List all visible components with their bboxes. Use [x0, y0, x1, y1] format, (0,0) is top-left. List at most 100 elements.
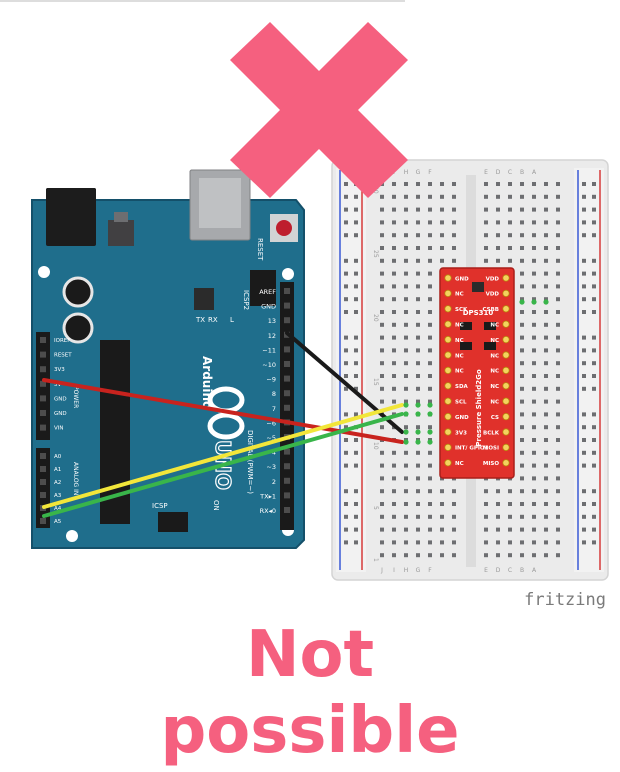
hole [404, 220, 408, 225]
analog-pin-label: A2 [54, 480, 61, 486]
hole [544, 553, 548, 558]
rail-hole [582, 310, 586, 314]
header-pin [284, 375, 290, 382]
hole [544, 450, 548, 455]
rail-hole [344, 438, 348, 442]
rail-hole [582, 502, 586, 506]
sensor-pin-label-left: GND [455, 415, 469, 421]
row-number: 15 [372, 378, 379, 386]
power-pin-label: 3V3 [54, 367, 65, 373]
hole [440, 233, 444, 238]
rail-hole [354, 374, 358, 378]
hole [428, 374, 432, 378]
hole [392, 233, 396, 238]
header-pin [40, 424, 46, 431]
hole [404, 502, 408, 506]
hole [556, 502, 560, 506]
hole [404, 310, 408, 314]
rail-hole [344, 220, 348, 225]
hole [508, 233, 512, 238]
hole [404, 207, 408, 212]
rail-hole [592, 348, 596, 353]
rail-hole [354, 348, 358, 353]
sensor-pin-pad [444, 443, 452, 451]
icsp-label: ICSP [152, 502, 168, 510]
hole [520, 463, 524, 468]
header-pin [284, 302, 290, 309]
hole [380, 233, 384, 238]
hole [404, 182, 408, 186]
icsp-header [158, 512, 188, 532]
hole [532, 476, 536, 481]
hole [380, 514, 384, 519]
sensor-pin-pad [444, 459, 452, 467]
hole [508, 502, 512, 506]
rail-hole [354, 284, 358, 289]
hole [520, 399, 524, 404]
cross-stroke [230, 22, 408, 198]
power-rail-left [336, 168, 366, 572]
hole [404, 348, 408, 353]
hole [452, 527, 456, 532]
hole [484, 220, 488, 225]
hole [556, 348, 560, 353]
hole [484, 194, 488, 199]
hole [544, 489, 548, 494]
digital-pin-label: ~6 [266, 419, 276, 427]
rail-hole [354, 412, 358, 417]
rail-hole [582, 297, 586, 302]
hole [428, 258, 432, 263]
hole [428, 246, 432, 250]
hole [428, 233, 432, 238]
header-pin [40, 380, 46, 387]
mounting-hole [38, 266, 50, 278]
column-letter: G [416, 567, 421, 574]
hole [392, 527, 396, 532]
hole [416, 476, 420, 481]
hole [392, 297, 396, 302]
hole [416, 310, 420, 314]
sensor-pin-pad [502, 443, 510, 451]
hole [496, 514, 500, 519]
sensor-pin-label-left: NC [455, 292, 464, 298]
hole [428, 361, 432, 366]
hole [496, 246, 500, 250]
sensor-pin-label-right: VDD [486, 276, 500, 282]
capacitor [62, 276, 94, 308]
hole [556, 463, 560, 468]
header-pin [284, 390, 290, 397]
hole [440, 527, 444, 532]
hole [520, 207, 524, 212]
sensor-pin-label-left: SDA [455, 384, 469, 390]
power-title: POWER [72, 386, 79, 408]
rail-hole [354, 194, 358, 199]
sensor-pin-label-left: GND [455, 276, 469, 282]
column-letter: D [496, 169, 501, 176]
hole [532, 297, 536, 302]
sensor-pin-label-right: VDD [486, 292, 500, 298]
rail-hole [592, 502, 596, 506]
rail-hole [592, 540, 596, 545]
sensor-pin-label-left: SCK [455, 307, 468, 313]
hole [416, 399, 420, 404]
rail-hole [582, 194, 586, 199]
rail-hole [344, 284, 348, 289]
hole [404, 284, 408, 289]
digital-pin-label: 4 [272, 449, 276, 457]
column-letter: I [393, 567, 395, 574]
hole [520, 386, 524, 391]
hole [392, 246, 396, 250]
hole [544, 271, 548, 276]
analog-pin-label: A0 [54, 454, 62, 460]
hole [544, 335, 548, 340]
digital-pin-label: ~3 [266, 463, 276, 471]
hole [416, 348, 420, 353]
hole [556, 540, 560, 545]
row-number: 1 [372, 558, 379, 562]
hole [404, 514, 408, 519]
hole [380, 271, 384, 276]
hole [556, 182, 560, 186]
sensor-title: DPS310 [463, 309, 494, 317]
hole [556, 322, 560, 327]
hole [392, 310, 396, 314]
